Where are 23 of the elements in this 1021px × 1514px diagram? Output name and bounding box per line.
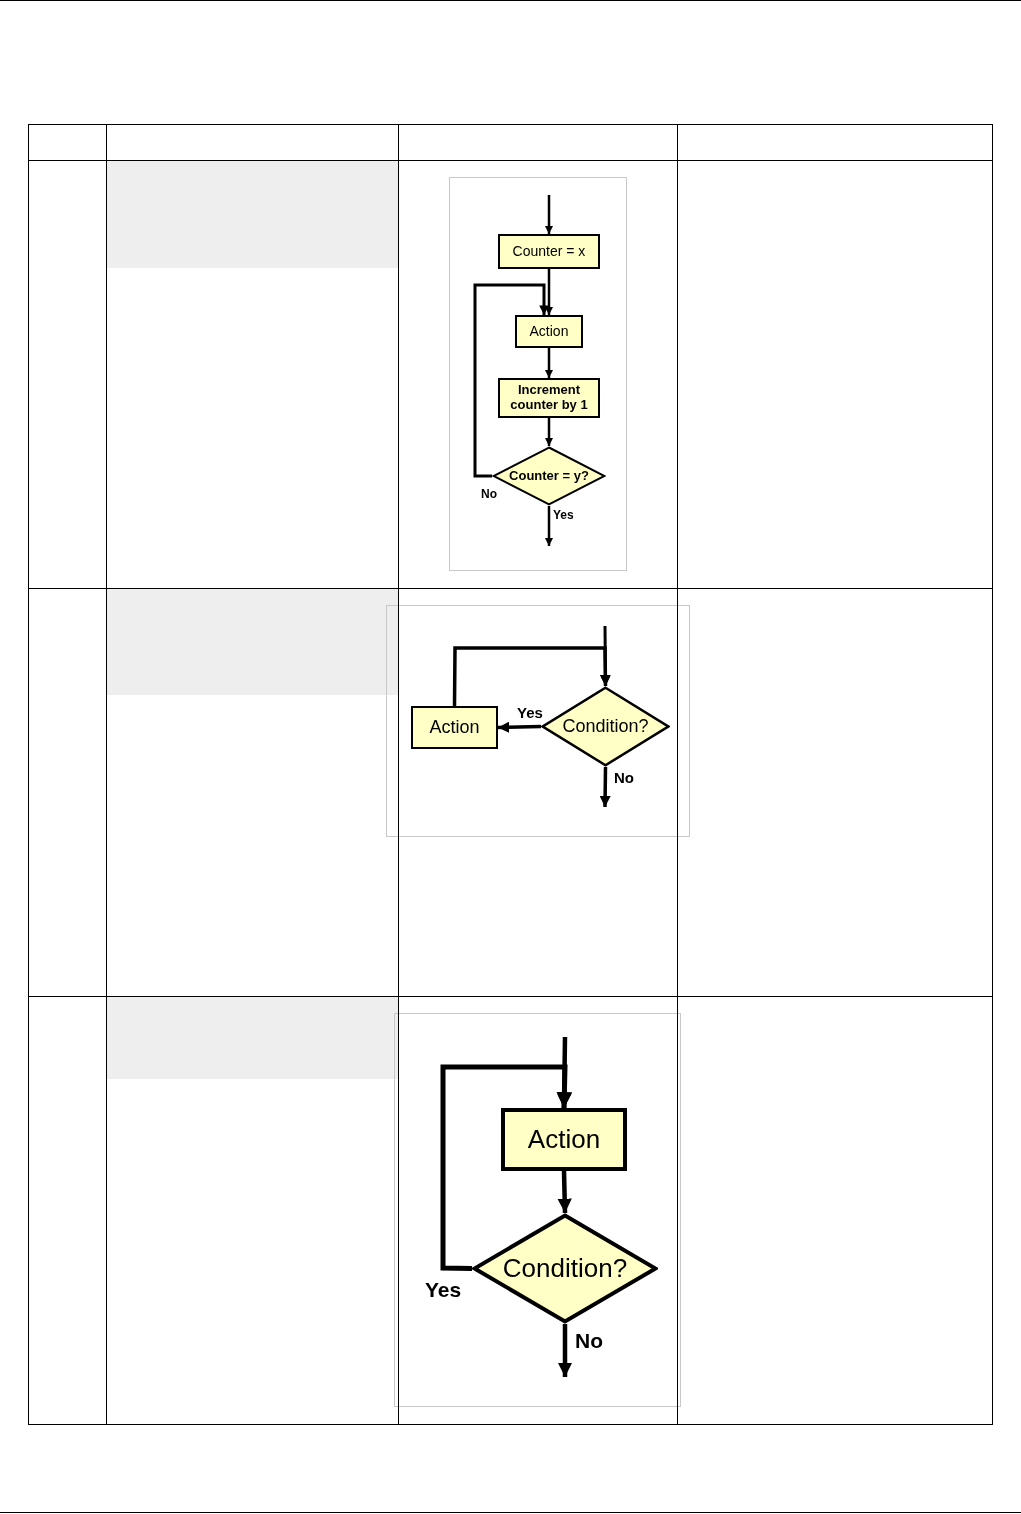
process-box: Action: [501, 1108, 627, 1171]
edge-label: No: [480, 488, 498, 500]
edge-label: Yes: [516, 705, 544, 720]
arrow: [599, 766, 611, 808]
arrow: [545, 195, 553, 234]
process-box: Counter = x: [498, 234, 600, 269]
arrow: [545, 348, 553, 378]
arrow: [452, 646, 611, 706]
arrow: [545, 418, 553, 446]
decision-diamond: Condition?: [541, 686, 670, 767]
decision-diamond: Condition?: [472, 1213, 658, 1324]
arrow: [440, 1064, 573, 1271]
process-box: Action: [515, 315, 583, 348]
process-box: Action: [411, 706, 498, 749]
arrow: [557, 1170, 572, 1214]
edge-label: Yes: [552, 509, 575, 521]
arrow: [557, 1324, 573, 1377]
arrow: [545, 269, 553, 315]
process-box: Increment counter by 1: [498, 378, 600, 418]
arrow: [545, 506, 553, 546]
edge-label: No: [613, 770, 635, 785]
arrow: [497, 721, 542, 733]
arrow: [473, 283, 549, 478]
